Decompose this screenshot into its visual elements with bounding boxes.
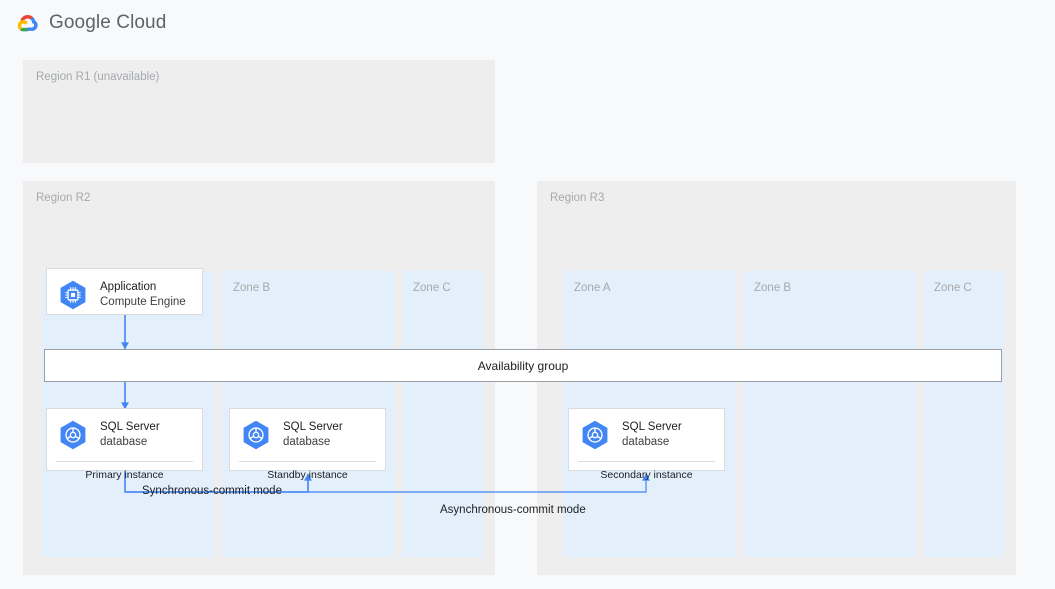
node-sql-standby[interactable]: SQL Server database Standby instance <box>229 408 386 481</box>
node-sql-secondary-divider <box>578 461 715 462</box>
node-sql-standby-divider <box>239 461 376 462</box>
region-r1: Region R1 (unavailable) <box>23 60 495 163</box>
node-sql-standby-footer: Standby instance <box>267 468 348 481</box>
app-header: Google Cloud <box>0 0 1055 46</box>
google-cloud-logo-icon <box>17 15 38 32</box>
node-application[interactable]: Application Compute Engine <box>46 268 203 315</box>
zone-r2-b-label: Zone B <box>233 282 271 294</box>
sql-server-icon <box>582 420 608 450</box>
node-sql-primary-divider <box>56 461 193 462</box>
region-r1-label: Region R1 (unavailable) <box>36 71 160 83</box>
node-sql-standby-text: SQL Server database <box>283 420 343 449</box>
zone-r2-c-label: Zone C <box>413 282 451 294</box>
node-sql-primary-body: SQL Server database <box>47 409 202 461</box>
node-application-title: Application <box>100 281 157 294</box>
node-sql-secondary-text: SQL Server database <box>622 420 682 449</box>
region-r2-label: Region R2 <box>36 192 91 204</box>
availability-group-bar[interactable]: Availability group <box>44 349 1002 382</box>
node-sql-primary-footer: Primary instance <box>85 468 164 481</box>
sql-server-icon <box>60 420 86 450</box>
node-sql-secondary-title: SQL Server <box>622 421 682 434</box>
node-sql-primary-title: SQL Server <box>100 421 160 434</box>
node-sql-primary-text: SQL Server database <box>100 420 160 449</box>
edge-label-synchronous-commit: Synchronous-commit mode <box>142 485 282 497</box>
node-sql-standby-subtitle: database <box>283 436 331 448</box>
node-sql-secondary[interactable]: SQL Server database Secondary instance <box>568 408 725 481</box>
edge-label-asynchronous-commit: Asynchronous-commit mode <box>440 504 586 516</box>
node-application-body: Application Compute Engine <box>47 269 202 321</box>
node-sql-standby-body: SQL Server database <box>230 409 385 461</box>
zone-r3-b: Zone B <box>743 271 916 557</box>
node-application-text: Application Compute Engine <box>100 280 186 309</box>
region-r3-label: Region R3 <box>550 192 605 204</box>
product-name: Google Cloud <box>49 12 167 33</box>
compute-engine-icon <box>60 280 86 310</box>
zone-r3-c-label: Zone C <box>934 282 972 294</box>
zone-r3-a-label: Zone A <box>574 282 611 294</box>
node-sql-standby-title: SQL Server <box>283 421 343 434</box>
sql-server-icon <box>243 420 269 450</box>
availability-group-label: Availability group <box>477 358 569 373</box>
zone-r3-b-label: Zone B <box>754 282 792 294</box>
architecture-diagram: Region R1 (unavailable) Region R2 Zone A… <box>0 46 1055 589</box>
node-sql-primary[interactable]: SQL Server database Primary instance <box>46 408 203 481</box>
node-application-subtitle: Compute Engine <box>100 296 186 308</box>
zone-r2-c: Zone C <box>402 271 483 557</box>
zone-r3-c: Zone C <box>923 271 1004 557</box>
node-sql-secondary-footer: Secondary instance <box>600 468 693 481</box>
node-sql-primary-subtitle: database <box>100 436 148 448</box>
node-sql-secondary-body: SQL Server database <box>569 409 724 461</box>
node-sql-secondary-subtitle: database <box>622 436 670 448</box>
